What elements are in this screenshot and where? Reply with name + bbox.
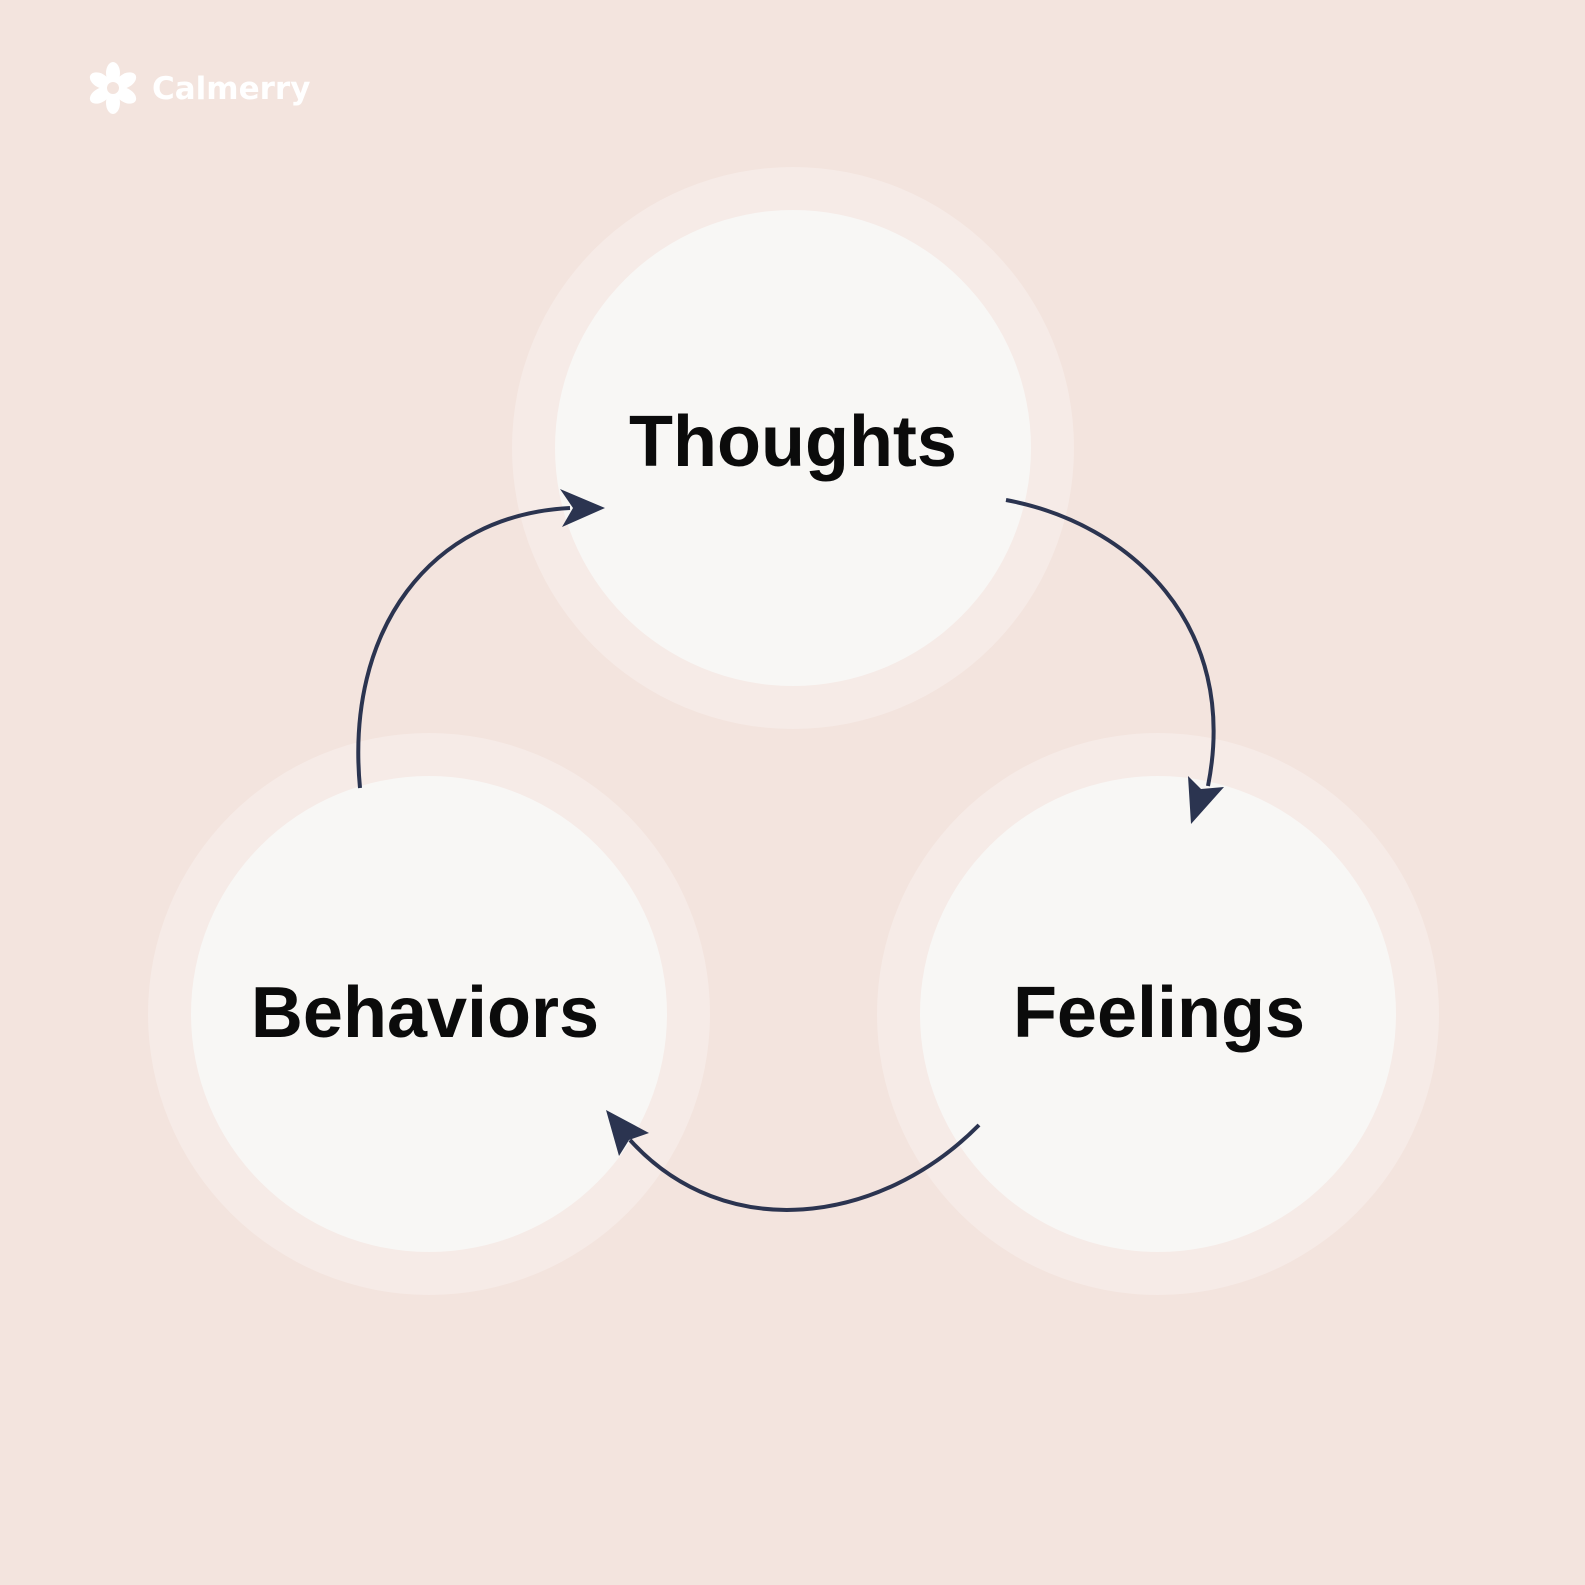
brand-logo: Calmerry bbox=[89, 62, 310, 114]
edge-behaviors-to-thoughts bbox=[356, 489, 605, 789]
node-circle bbox=[191, 776, 667, 1252]
arrow-head-icon bbox=[606, 1110, 649, 1156]
node-label-feelings: Feelings bbox=[1013, 973, 1305, 1053]
brand-name: Calmerry bbox=[152, 71, 310, 107]
node-behaviors bbox=[148, 733, 710, 1295]
node-feelings bbox=[877, 733, 1439, 1295]
arrow-head-icon bbox=[560, 489, 605, 527]
arrow-line bbox=[1005, 498, 1216, 787]
edge-feelings-to-behaviors bbox=[606, 1110, 981, 1212]
arrow-line bbox=[628, 1123, 981, 1212]
edge-thoughts-to-feelings bbox=[1005, 498, 1224, 824]
node-label-behaviors: Behaviors bbox=[251, 973, 599, 1053]
flower-icon bbox=[89, 62, 137, 114]
node-label-thoughts: Thoughts bbox=[629, 402, 957, 482]
node-circle bbox=[920, 776, 1396, 1252]
arrow-line bbox=[356, 506, 571, 789]
node-circle bbox=[555, 210, 1031, 686]
node-thoughts bbox=[512, 167, 1074, 729]
arrow-head-icon bbox=[1188, 776, 1224, 824]
